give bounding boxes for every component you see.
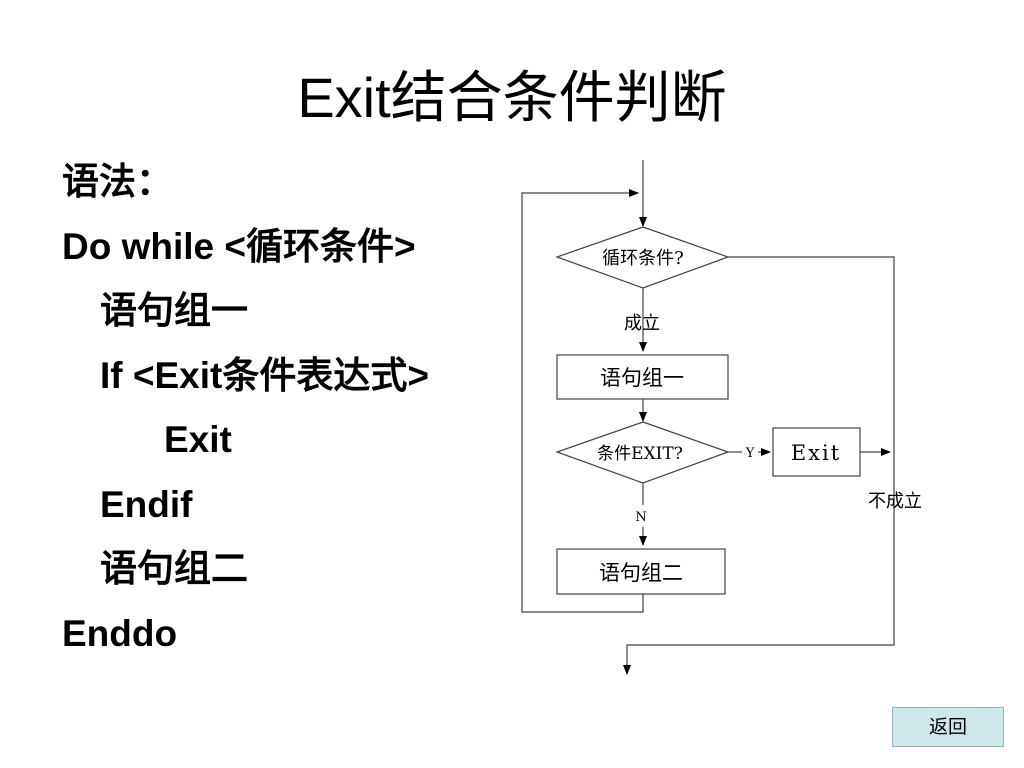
loop-back-path [521, 189, 644, 613]
back-button[interactable]: 返回 [892, 707, 1004, 747]
code-line-if: If <Exit条件表达式> [100, 354, 429, 396]
code-line-do-while: Do while <循环条件> [62, 225, 416, 267]
slide-title: Exit结合条件判断 [297, 66, 727, 129]
false-branch-label: 不成立 [868, 491, 922, 512]
yes-branch-label: Y [745, 446, 755, 461]
loop-condition-label: 循环条件? [602, 248, 684, 269]
exit-condition-label: 条件EXIT? [597, 444, 683, 464]
code-line-exit: Exit [164, 419, 232, 460]
block-one-box [556, 354, 729, 400]
syntax-code-block: 语法： Do while <循环条件> 语句组一 If <Exit条件表达式> … [62, 150, 522, 666]
false-branch-rail [623, 256, 895, 675]
no-branch-label: N [635, 510, 646, 525]
code-line-block-one: 语句组一 [100, 290, 248, 331]
exit-box-label: Exit [791, 441, 841, 465]
block-two-box [556, 548, 726, 595]
code-line-block-two: 语句组二 [100, 548, 248, 589]
true-branch-label: 成立 [624, 313, 660, 334]
block-two-label: 语句组二 [599, 561, 683, 585]
code-line-syntax-label: 语法： [62, 161, 173, 202]
code-line-enddo: Enddo [62, 612, 178, 654]
block-one-label: 语句组一 [600, 366, 684, 390]
code-line-endif: Endif [100, 483, 193, 525]
